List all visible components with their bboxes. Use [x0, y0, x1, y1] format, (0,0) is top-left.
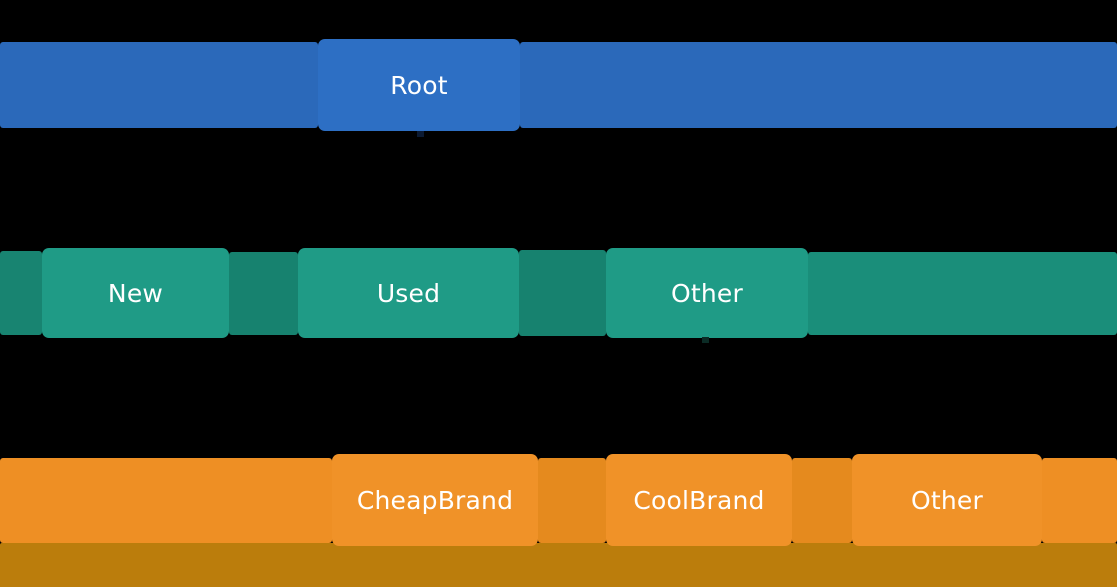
icicle-sector-root-level-unlabeled-2[interactable]	[520, 42, 1117, 128]
icicle-sector-level-1-unlabeled-6[interactable]	[808, 252, 1117, 335]
sector-label: New	[107, 278, 164, 308]
icicle-sector-level-2-other[interactable]: Other	[852, 454, 1042, 546]
icicle-sector-level-1-other[interactable]: Other	[606, 248, 808, 338]
sector-label: Other	[671, 278, 743, 308]
sector-label: Root	[390, 70, 448, 100]
connector-tick-0	[417, 131, 424, 137]
icicle-sector-root-level-unlabeled-0[interactable]	[0, 42, 318, 128]
icicle-sector-level-1-unlabeled-2[interactable]	[229, 252, 298, 335]
icicle-sector-level-2-unlabeled-0[interactable]	[0, 458, 332, 543]
sector-label: CheapBrand	[356, 485, 514, 515]
icicle-sector-level-2-coolbrand[interactable]: CoolBrand	[606, 454, 792, 546]
icicle-sector-level-2-unlabeled-6[interactable]	[1042, 458, 1117, 543]
bottom-strip-sector[interactable]	[0, 543, 1117, 587]
icicle-sector-level-2-cheapbrand[interactable]: CheapBrand	[332, 454, 538, 546]
sector-label: Other	[911, 485, 983, 515]
icicle-sector-level-1-new[interactable]: New	[42, 248, 229, 338]
connector-tick-1	[702, 337, 709, 343]
sector-label: CoolBrand	[633, 485, 765, 515]
icicle-sector-level-1-unlabeled-0[interactable]	[0, 251, 42, 335]
icicle-sector-level-2-unlabeled-2[interactable]	[538, 458, 606, 543]
icicle-sector-level-2-unlabeled-4[interactable]	[792, 458, 852, 543]
sector-label: Used	[376, 278, 441, 308]
icicle-sector-level-1-used[interactable]: Used	[298, 248, 519, 338]
icicle-sector-root-level-root[interactable]: Root	[318, 39, 520, 131]
icicle-sector-level-1-unlabeled-4[interactable]	[519, 250, 606, 336]
